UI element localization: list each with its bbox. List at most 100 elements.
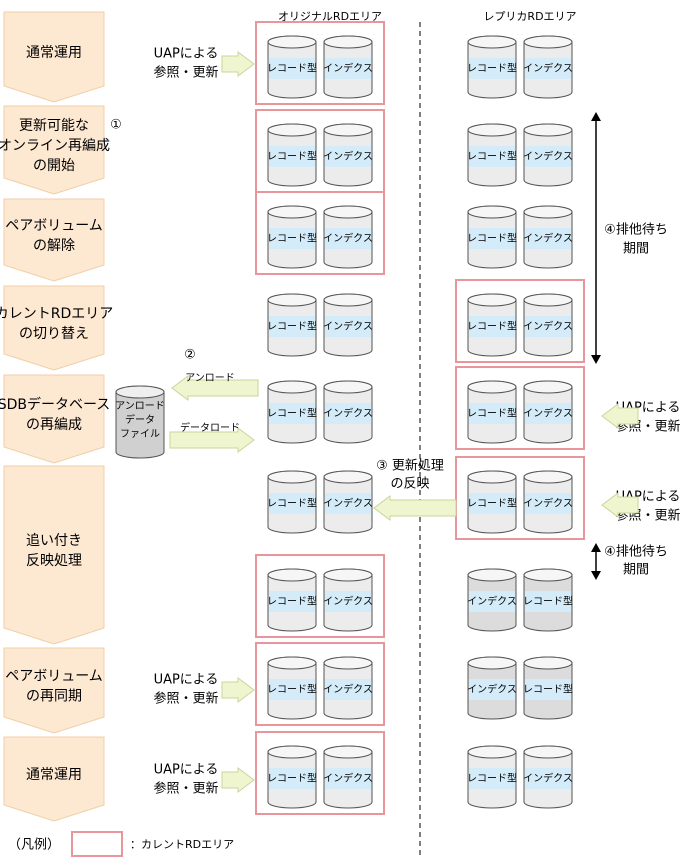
step-chevron [3, 11, 105, 103]
cylinder-top [523, 293, 573, 307]
exclusive-label-short-1: ④排他待ち [604, 545, 668, 560]
access-arrow [601, 492, 639, 518]
cylinder-top [467, 293, 517, 307]
cylinder-label: レコード型 [467, 62, 517, 75]
exclusive-wait-arrow-long-head-top [591, 112, 601, 121]
replica-right-cylinder: インデクス [523, 380, 573, 444]
cylinder-label: インデクス [523, 772, 573, 785]
cylinder-label: レコード型 [523, 683, 573, 696]
cylinder-band [525, 493, 571, 514]
cylinder-label: レコード型 [267, 232, 317, 245]
cylinder-label: レコード型 [467, 497, 517, 510]
cylinder-label: インデクス [523, 62, 573, 75]
step-label: ペアボリューム [5, 218, 103, 234]
file-label: アンロード [115, 401, 165, 412]
cylinder-band [469, 493, 515, 514]
cylinder-top [267, 123, 317, 137]
cylinder-band [269, 316, 315, 337]
step-chevron [3, 105, 105, 195]
step-label: の解除 [33, 238, 75, 254]
access-arrow [221, 677, 255, 703]
original-record-cylinder: レコード型 [267, 568, 317, 632]
current-rd-area-box [455, 366, 585, 450]
access-label-2: 参照・更新 [153, 691, 218, 707]
legend-box [71, 831, 123, 857]
cylinder-band [525, 58, 571, 79]
marker-2: ② [184, 348, 196, 363]
cylinder-band [469, 146, 515, 167]
cylinder-label: レコード型 [267, 772, 317, 785]
cylinder-band [469, 679, 515, 700]
cylinder-band [525, 768, 571, 789]
cylinder-top [323, 656, 373, 670]
cylinder-label: レコード型 [267, 320, 317, 333]
cylinder-band [469, 768, 515, 789]
cylinder-band [325, 228, 371, 249]
cylinder-top [467, 656, 517, 670]
step-label: の再同期 [26, 689, 82, 705]
replica-left-cylinder: レコード型 [467, 470, 517, 534]
original-index-cylinder: インデクス [323, 123, 373, 187]
replica-left-cylinder: インデクス [467, 656, 517, 720]
cylinder-label: レコード型 [467, 150, 517, 163]
cylinder-top [523, 380, 573, 394]
cylinder-top [523, 35, 573, 49]
replica-right-cylinder: レコード型 [523, 568, 573, 632]
marker-1: ① [110, 118, 122, 133]
exclusive-wait-arrow-short-head-top [591, 543, 601, 552]
current-rd-area-box [255, 642, 385, 726]
replica-right-cylinder: レコード型 [523, 656, 573, 720]
cylinder-label: レコード型 [267, 407, 317, 420]
unload-arrow [171, 375, 259, 401]
cylinder-band [325, 58, 371, 79]
replica-left-cylinder: レコード型 [467, 380, 517, 444]
current-rd-area-box [255, 731, 385, 815]
cylinder-band [269, 768, 315, 789]
cylinder-band [325, 493, 371, 514]
replica-right-cylinder: インデクス [523, 205, 573, 269]
cylinder-top [523, 470, 573, 484]
step-chevron [3, 647, 105, 734]
cylinder-band [525, 146, 571, 167]
cylinder-band [469, 591, 515, 612]
cylinder-band [525, 316, 571, 337]
exclusive-label-1: ④排他待ち [604, 223, 668, 238]
original-record-cylinder: レコード型 [267, 470, 317, 534]
cylinder-top [467, 35, 517, 49]
step-label: SDBデータベース [0, 396, 110, 413]
step-chevron [3, 374, 105, 464]
cylinder-top [267, 380, 317, 394]
dataload-label: データロード [180, 421, 240, 434]
cylinder-label: インデクス [323, 595, 373, 608]
cylinder-top [523, 568, 573, 582]
cylinder-band [325, 768, 371, 789]
step-label: の再編成 [26, 417, 82, 433]
current-rd-area-box [455, 279, 585, 363]
cylinder-top [267, 656, 317, 670]
original-index-cylinder: インデクス [323, 568, 373, 632]
cylinder-top [267, 35, 317, 49]
cylinder-label: レコード型 [267, 497, 317, 510]
current-rd-area-box [255, 191, 385, 275]
cylinder-top [467, 470, 517, 484]
cylinder-top [467, 745, 517, 759]
cylinder-label: レコード型 [267, 150, 317, 163]
cylinder-band [325, 679, 371, 700]
cylinder-label: インデクス [323, 320, 373, 333]
cylinder-top [467, 123, 517, 137]
cylinder-label: インデクス [523, 232, 573, 245]
original-index-cylinder: インデクス [323, 656, 373, 720]
cylinder-band [469, 403, 515, 424]
exclusive-wait-arrow-long-head-bottom [591, 355, 601, 364]
cylinder-top [323, 123, 373, 137]
cylinder-label: インデクス [323, 407, 373, 420]
step-chevron [3, 198, 105, 282]
replica-right-cylinder: インデクス [523, 123, 573, 187]
replica-right-cylinder: インデクス [523, 35, 573, 99]
cylinder-top [523, 745, 573, 759]
access-arrow [221, 51, 255, 77]
cylinder-band [325, 403, 371, 424]
step-label: 通常運用 [26, 767, 82, 783]
cylinder-label: レコード型 [467, 407, 517, 420]
